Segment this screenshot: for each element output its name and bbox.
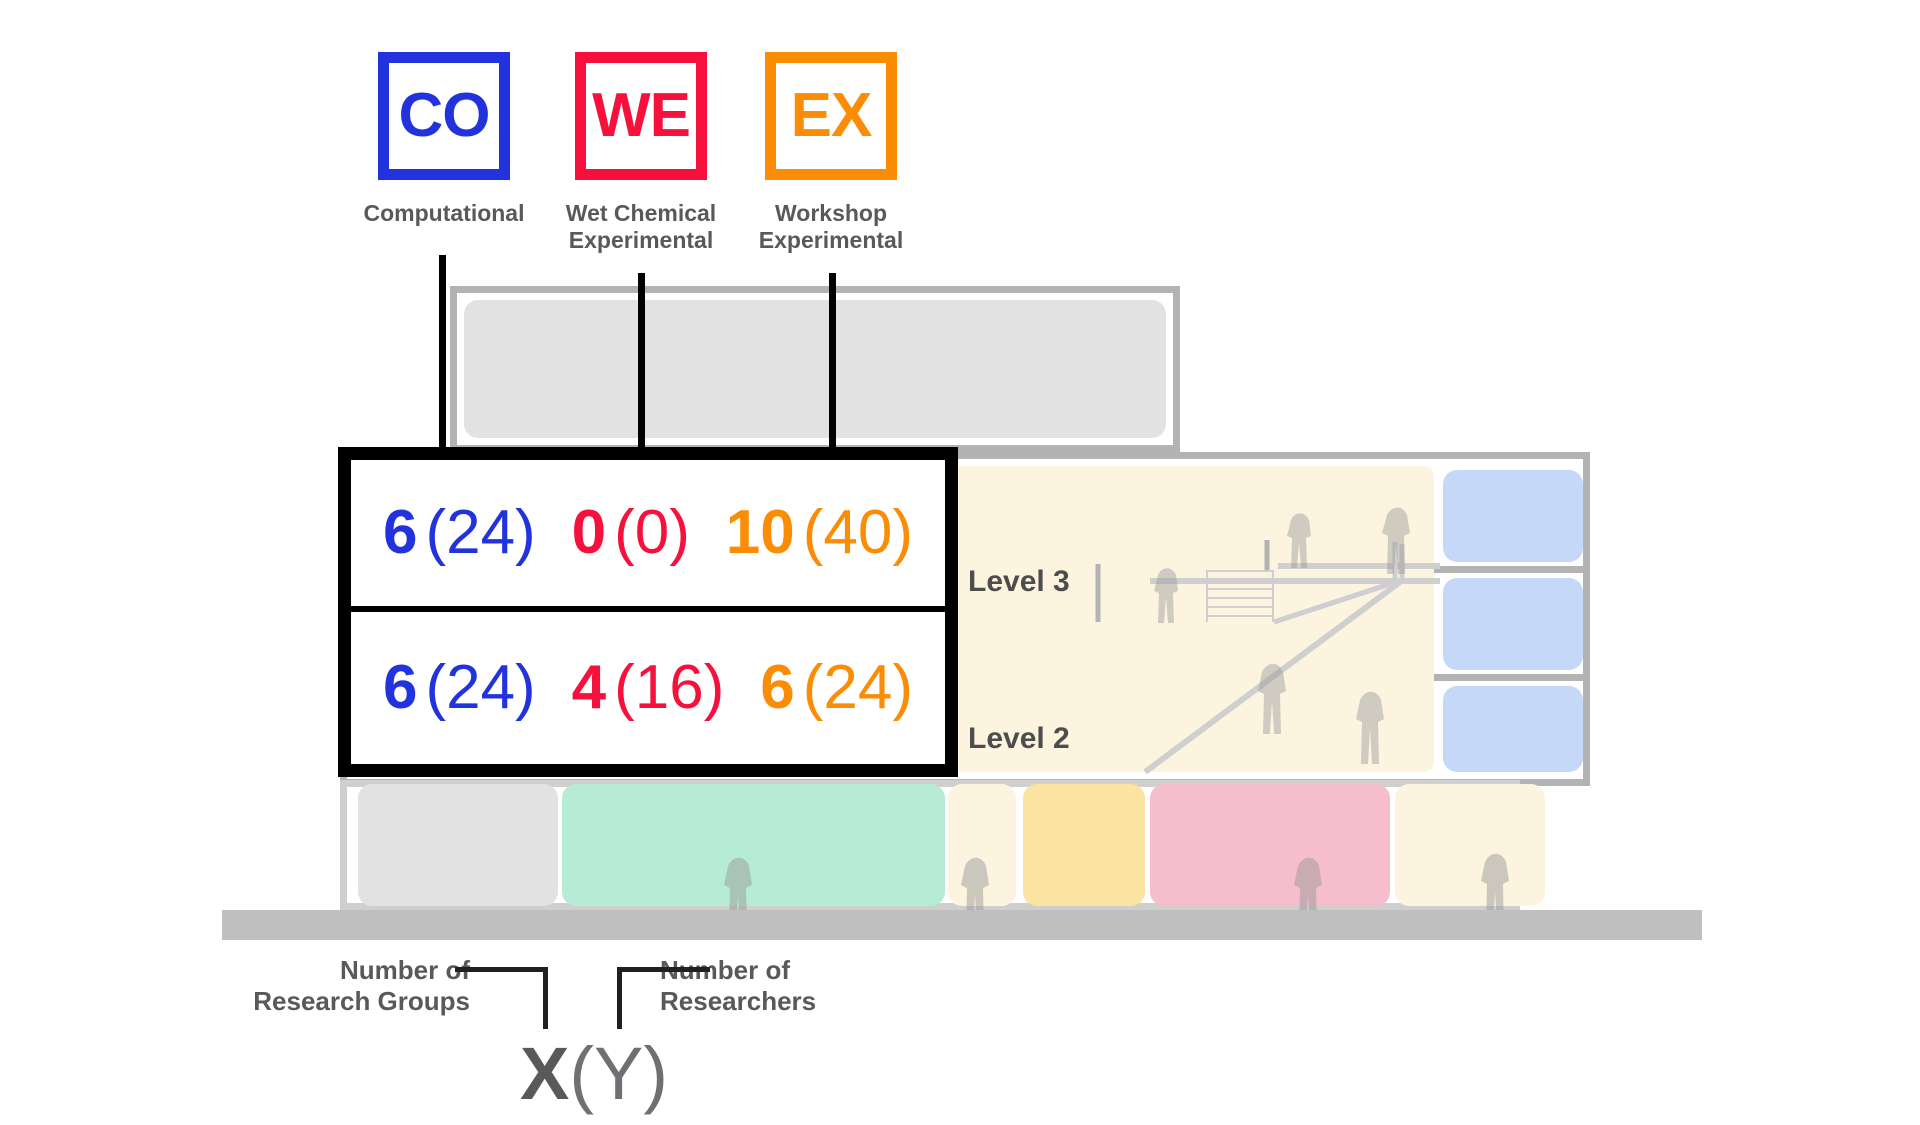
key-label-wet-chemical-line2: Experimental: [568, 227, 714, 254]
key-label-workshop: Workshop Experimental: [701, 200, 961, 254]
legend-right-text: Number of Researchers: [660, 955, 990, 1017]
level3-mezzanine-slab: [1150, 578, 1440, 584]
connector-line-workshop: [829, 273, 836, 455]
key-box-workshop[interactable]: EX: [765, 52, 897, 180]
key-label-workshop-line2: Experimental: [758, 227, 904, 254]
research-counts-table: 6 (24) 0 (0) 10 (40) 6 (24) 4 (16) 6: [338, 447, 958, 777]
connector-line-wet-chemical: [638, 273, 645, 455]
groups-level3-wet-chemical: 0: [571, 498, 607, 567]
level-label-2: Level 2: [968, 722, 1070, 755]
legend-left-line1: Number of: [340, 955, 470, 985]
groups-level2-computational: 6: [382, 653, 418, 722]
key-label-computational-line1: Computational: [363, 200, 525, 226]
cell-level2-workshop: 6 (24): [760, 657, 913, 719]
groups-level2-workshop: 6: [760, 653, 795, 722]
level-label-3: Level 3: [968, 565, 1070, 598]
ground-room-grey: [358, 784, 558, 906]
researchers-level2-workshop: (24): [802, 653, 914, 722]
room-blue-bottom: [1443, 686, 1583, 772]
legend-symbol-group: X(Y): [520, 1037, 668, 1111]
cell-level3-workshop: 10 (40): [726, 502, 913, 564]
ground-plane-bar: [222, 910, 1702, 940]
legend-left-text: Number of Research Groups: [140, 955, 470, 1017]
cell-level2-computational: 6 (24): [383, 657, 536, 719]
cell-level2-wet-chemical: 4 (16): [572, 657, 725, 719]
groups-level2-wet-chemical: 4: [571, 653, 607, 722]
researchers-level3-workshop: (40): [802, 498, 914, 567]
researchers-level2-computational: (24): [425, 653, 536, 722]
connector-line-computational: [439, 255, 446, 455]
researchers-level2-wet-chemical: (16): [614, 653, 725, 722]
value-format-legend: Number of Research Groups Number of Rese…: [180, 955, 1130, 1125]
leader-line-left-vertical: [542, 967, 548, 1029]
ground-room-yellow: [1023, 784, 1145, 906]
leader-line-left-horizontal: [454, 967, 543, 972]
groups-level3-computational: 6: [382, 498, 418, 567]
key-label-computational: Computational: [314, 200, 574, 227]
leader-line-right-horizontal: [621, 967, 710, 972]
table-row-level3: 6 (24) 0 (0) 10 (40): [351, 460, 945, 612]
room-blue-top: [1443, 470, 1583, 562]
legend-left-line2: Research Groups: [253, 986, 470, 1017]
ground-room-pink: [1150, 784, 1390, 906]
legend-right-line2: Researchers: [660, 986, 817, 1017]
groups-level3-workshop: 10: [725, 498, 795, 567]
cell-level3-computational: 6 (24): [383, 502, 536, 564]
ground-room-mint: [562, 784, 945, 906]
leader-line-right-vertical: [616, 967, 622, 1029]
floor-divider-1: [1434, 566, 1590, 573]
key-box-wet-chemical[interactable]: WE: [575, 52, 707, 180]
table-row-level2: 6 (24) 4 (16) 6 (24): [351, 612, 945, 764]
researchers-level3-computational: (24): [425, 498, 536, 567]
legend-symbol-y: (Y): [569, 1032, 669, 1115]
key-label-workshop-line1: Workshop: [774, 200, 888, 226]
room-blue-middle: [1443, 578, 1583, 670]
key-label-wet-chemical: Wet Chemical Experimental: [511, 200, 771, 254]
floor-divider-2: [1434, 674, 1590, 681]
legend-symbol-x: X: [520, 1032, 570, 1115]
stair-treads: [1206, 570, 1274, 622]
key-box-computational[interactable]: CO: [378, 52, 510, 180]
key-label-wet-chemical-line1: Wet Chemical: [565, 200, 717, 226]
upper-room-grey: [464, 300, 1166, 438]
cell-level3-wet-chemical: 0 (0): [572, 502, 690, 564]
ground-room-cream-1: [948, 784, 1016, 906]
ground-room-cream-2: [1395, 784, 1545, 906]
researchers-level3-wet-chemical: (0): [614, 498, 690, 567]
mezzanine-slab-upper: [1278, 563, 1440, 569]
